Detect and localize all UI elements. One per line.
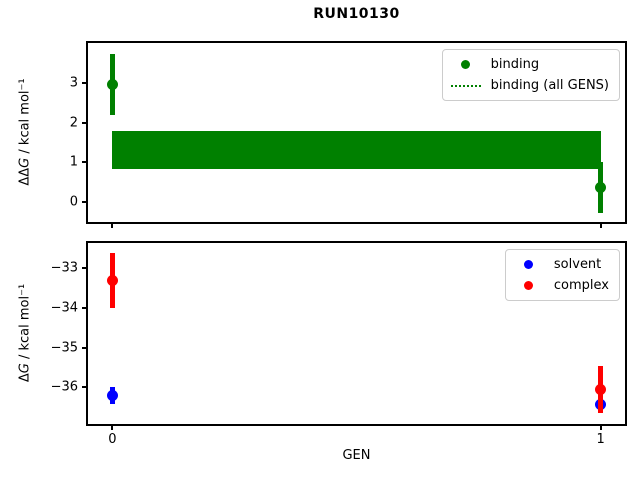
- y-tick-label: −34: [50, 300, 78, 316]
- y-tick-label: 0: [69, 194, 78, 210]
- bottom-plot: 0 1 −33 −34 −35 −36 solvent complex: [51, 241, 627, 447]
- uncertainty-band: [112, 131, 601, 169]
- y-tick: [82, 161, 86, 164]
- y-tick: [82, 346, 86, 349]
- data-point-binding: [106, 79, 118, 91]
- ylabel-delta-text: Δ: [17, 373, 33, 383]
- data-point-binding: [595, 181, 607, 193]
- legend: solvent complex: [504, 249, 620, 301]
- y-tick: [82, 201, 86, 204]
- bottom-y-axis-label: ΔG / kcal mol⁻¹: [18, 284, 33, 382]
- legend-dot-icon: [514, 281, 544, 290]
- x-tick: [111, 426, 114, 430]
- y-tick-label: −36: [50, 379, 78, 395]
- legend-label: complex: [553, 278, 609, 293]
- top-plot-frame: [86, 41, 627, 224]
- figure-title: RUN10130: [313, 6, 400, 22]
- legend-item-complex: complex: [514, 275, 609, 296]
- ylabel-units-text: / kcal mol⁻¹: [17, 283, 33, 364]
- top-plot: 0 1 2 3 binding binding (all GENS): [70, 41, 627, 228]
- x-tick-label: 0: [108, 432, 117, 447]
- ylabel-g-text: G: [17, 363, 33, 374]
- data-point-solvent: [106, 389, 118, 401]
- legend-label: binding (all GENS): [490, 78, 609, 93]
- ylabel-delta-text: ΔΔ: [17, 167, 33, 186]
- ylabel-g-text: G: [17, 157, 33, 168]
- legend: binding binding (all GENS): [441, 49, 620, 101]
- data-point-complex: [595, 383, 607, 395]
- legend-item-binding-all-gens: binding (all GENS): [450, 75, 609, 96]
- legend-item-binding: binding: [451, 54, 609, 75]
- y-tick-label: 2: [69, 115, 78, 131]
- y-tick-label: 3: [69, 75, 78, 91]
- y-tick-label: −33: [50, 260, 78, 276]
- top-y-axis-label: ΔΔG / kcal mol⁻¹: [18, 78, 33, 185]
- y-tick: [82, 307, 86, 310]
- x-tick: [111, 224, 114, 228]
- y-tick-label: −35: [50, 340, 78, 356]
- y-tick: [82, 121, 86, 124]
- legend-item-solvent: solvent: [514, 254, 609, 275]
- bottom-plot-frame: [86, 241, 627, 426]
- legend-dot-icon: [514, 260, 544, 269]
- x-tick: [599, 224, 602, 228]
- x-tick-label: 1: [596, 432, 605, 447]
- legend-label: solvent: [553, 257, 602, 272]
- x-tick: [599, 426, 602, 430]
- data-point-complex: [106, 274, 118, 286]
- y-tick: [82, 267, 86, 270]
- y-tick: [82, 81, 86, 84]
- ylabel-units-text: / kcal mol⁻¹: [17, 78, 33, 158]
- y-tick: [82, 386, 86, 389]
- legend-label: binding: [490, 57, 540, 72]
- legend-dot-icon: [451, 60, 481, 69]
- legend-dotted-line-icon: [450, 84, 481, 87]
- x-axis-label: GEN: [342, 448, 371, 463]
- y-tick-label: 1: [69, 154, 78, 170]
